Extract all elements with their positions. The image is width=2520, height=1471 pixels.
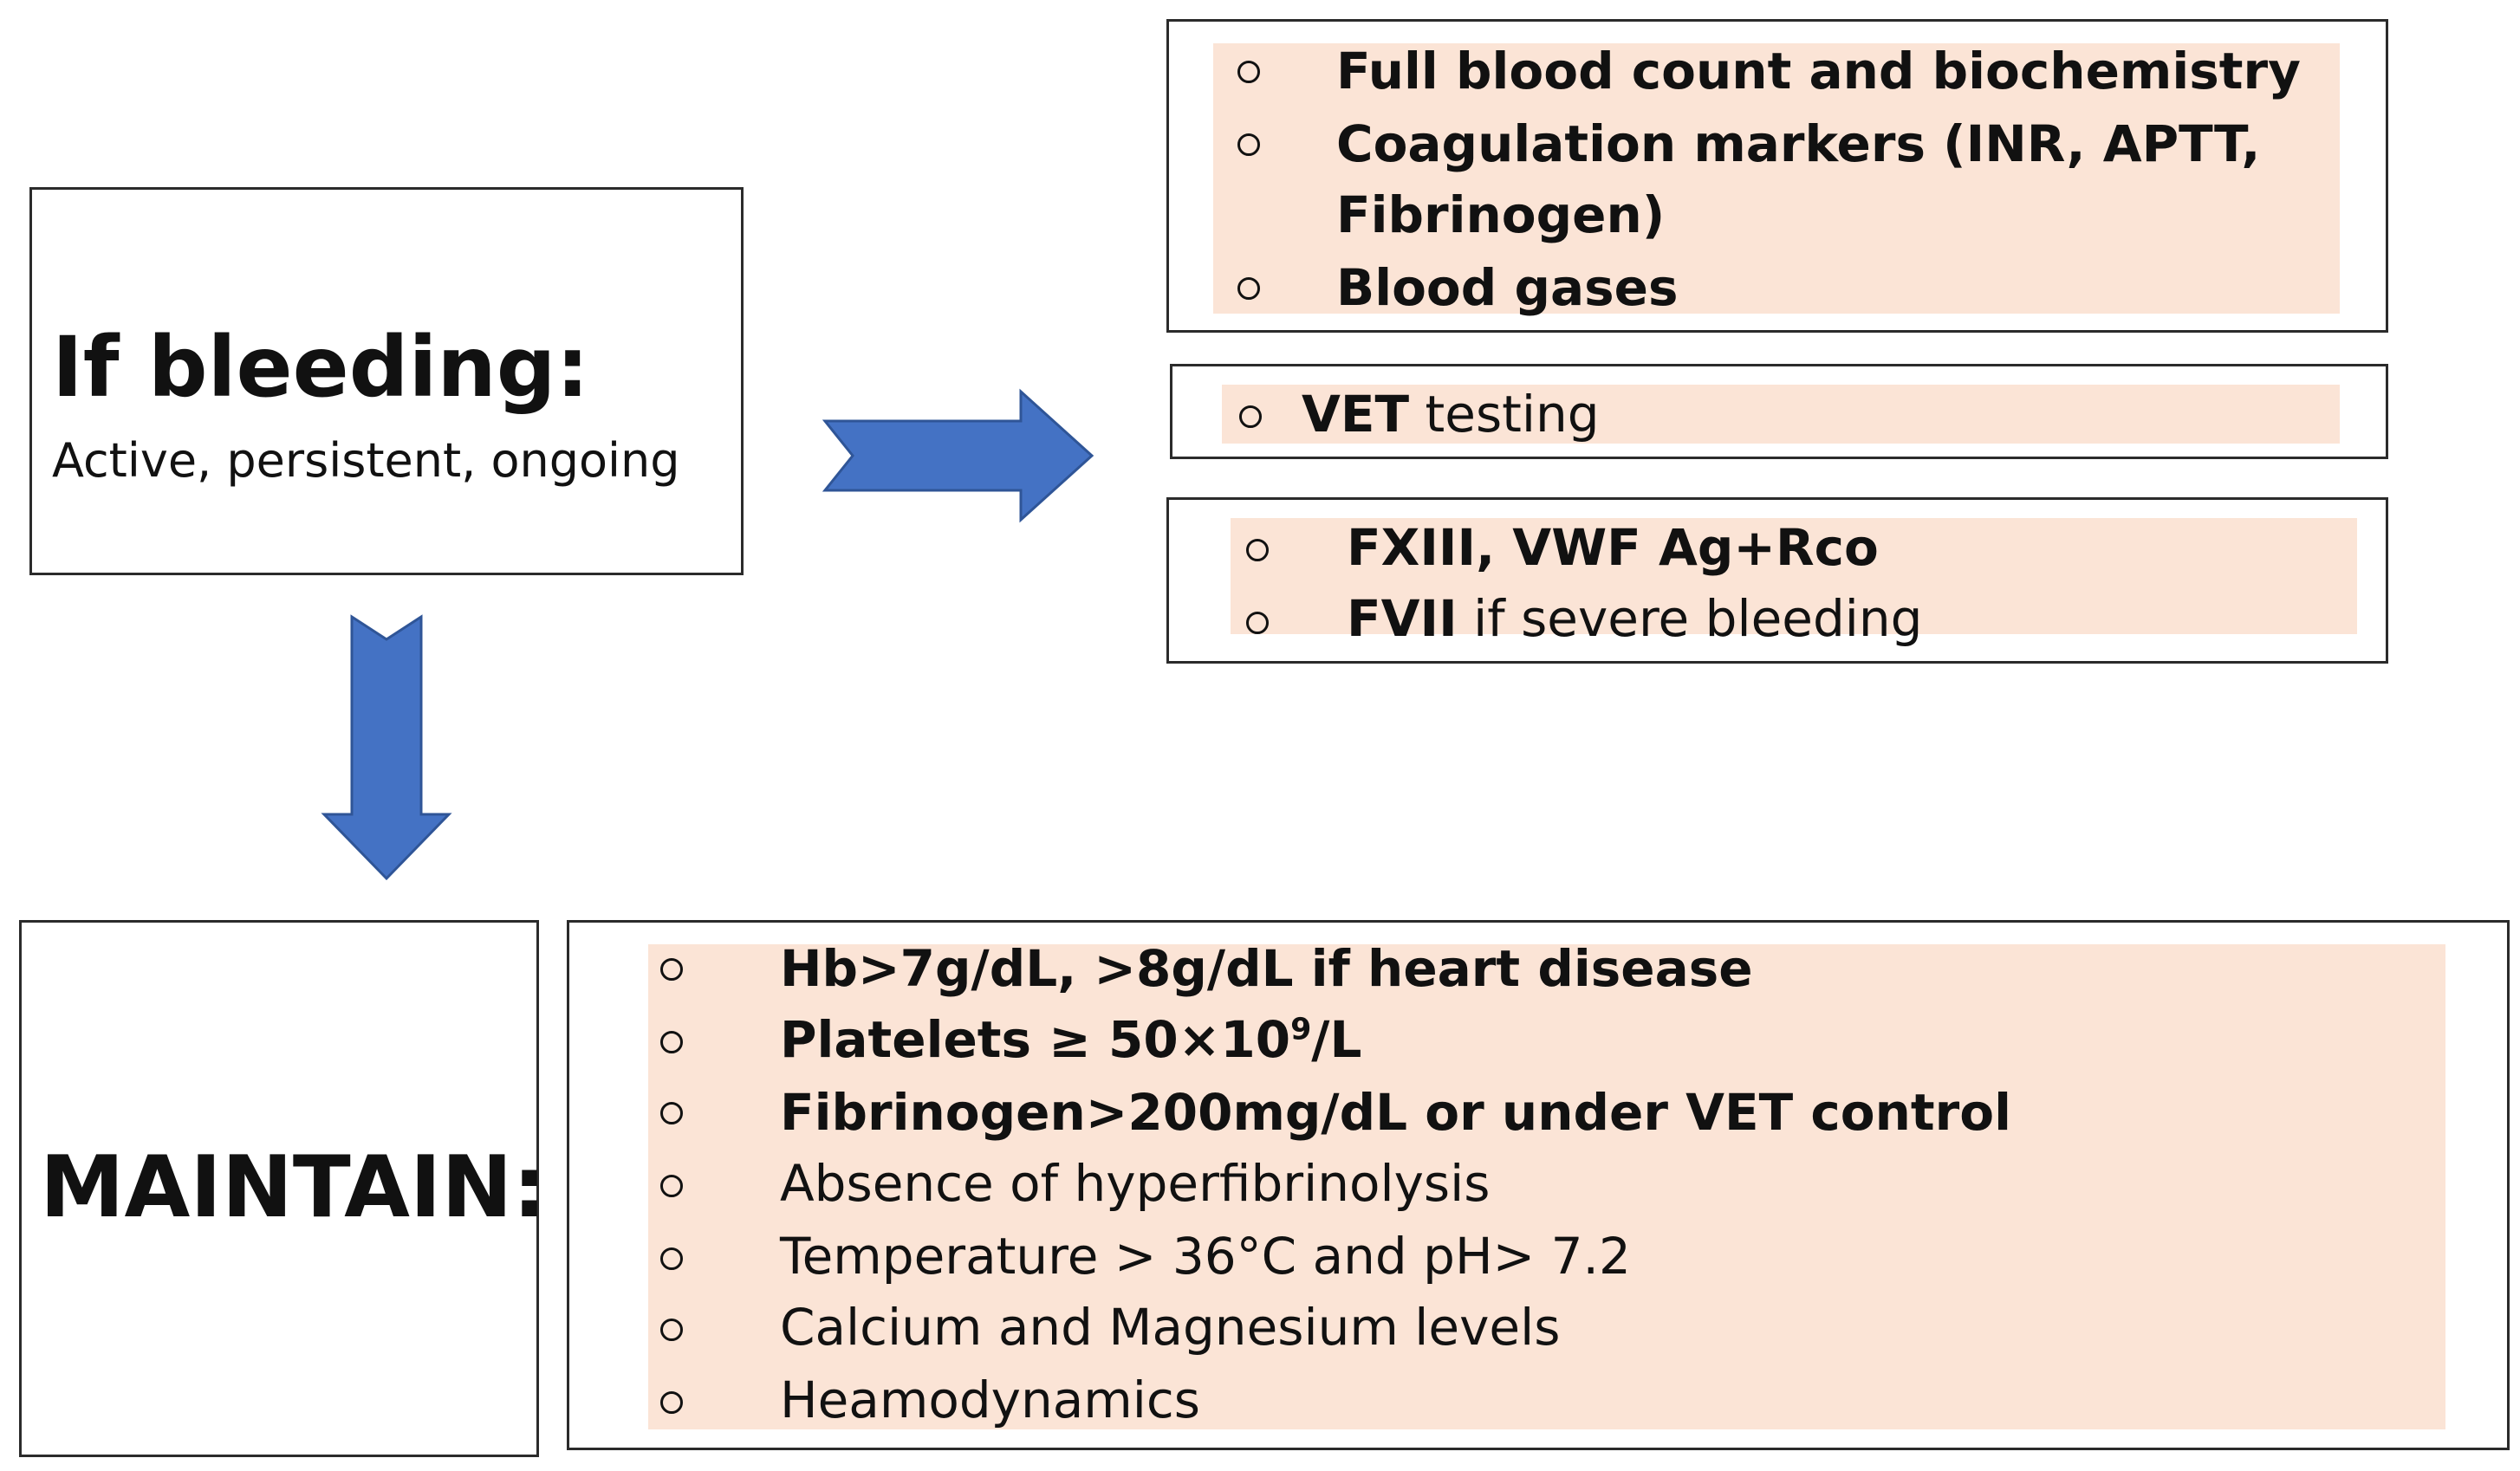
test-item-coagulation: Coagulation markers (INR, APTT, [1336,114,2261,173]
bullet-icon [1237,277,1260,300]
bullet-icon [1237,61,1260,83]
maintain-item-fibrinogen: Fibrinogen>200mg/dL or under VET control [780,1083,2011,1142]
maintain-box [19,920,539,1457]
bullet-icon [1246,612,1269,634]
bullet-icon [1246,539,1269,561]
down-arrow-icon [321,614,452,881]
test-item-fxiii: FXIII, VWF Ag+Rco [1347,518,1879,577]
bullet-icon [660,1031,683,1053]
maintain-item-calcium: Calcium and Magnesium levels [780,1298,1561,1357]
maintain-item-temperature: Temperature > 36°C and pH> 7.2 [780,1227,1631,1286]
bleeding-condition-box [29,187,744,575]
test-item-blood-gases: Blood gases [1336,258,1679,317]
maintain-item-haemodynamics: Heamodynamics [780,1371,1200,1429]
bullet-icon [660,1391,683,1414]
maintain-item-hb: Hb>7g/dL, >8g/dL if heart disease [780,939,1753,998]
bullet-icon [660,1102,683,1124]
maintain-item-platelets: Platelets ≥ 50×109/L [780,1010,1362,1069]
test-item-vet: VET testing [1302,385,1600,444]
vet-testing-highlight [1222,385,2340,444]
bullet-icon [1237,133,1260,156]
maintain-item-hyperfibrinolysis: Absence of hyperfibrinolysis [780,1154,1491,1213]
test-item-blood-count: Full blood count and biochemistry [1336,42,2301,100]
test-item-coagulation-cont: Fibrinogen) [1336,185,1666,244]
bullet-icon [660,1247,683,1270]
bullet-icon [1239,405,1262,428]
bleeding-title: If bleeding: [52,319,589,416]
maintain-targets-highlight [648,944,2445,1429]
bleeding-subtitle: Active, persistent, ongoing [52,433,680,488]
lab-tests-highlight [1213,43,2340,314]
factor-tests-highlight [1231,518,2357,634]
right-arrow-icon [822,388,1094,523]
test-item-fvii: FVII if severe bleeding [1347,589,1923,648]
bullet-icon [660,958,683,981]
bullet-icon [660,1319,683,1341]
maintain-title: MAINTAIN: [40,1138,547,1237]
bullet-icon [660,1175,683,1197]
